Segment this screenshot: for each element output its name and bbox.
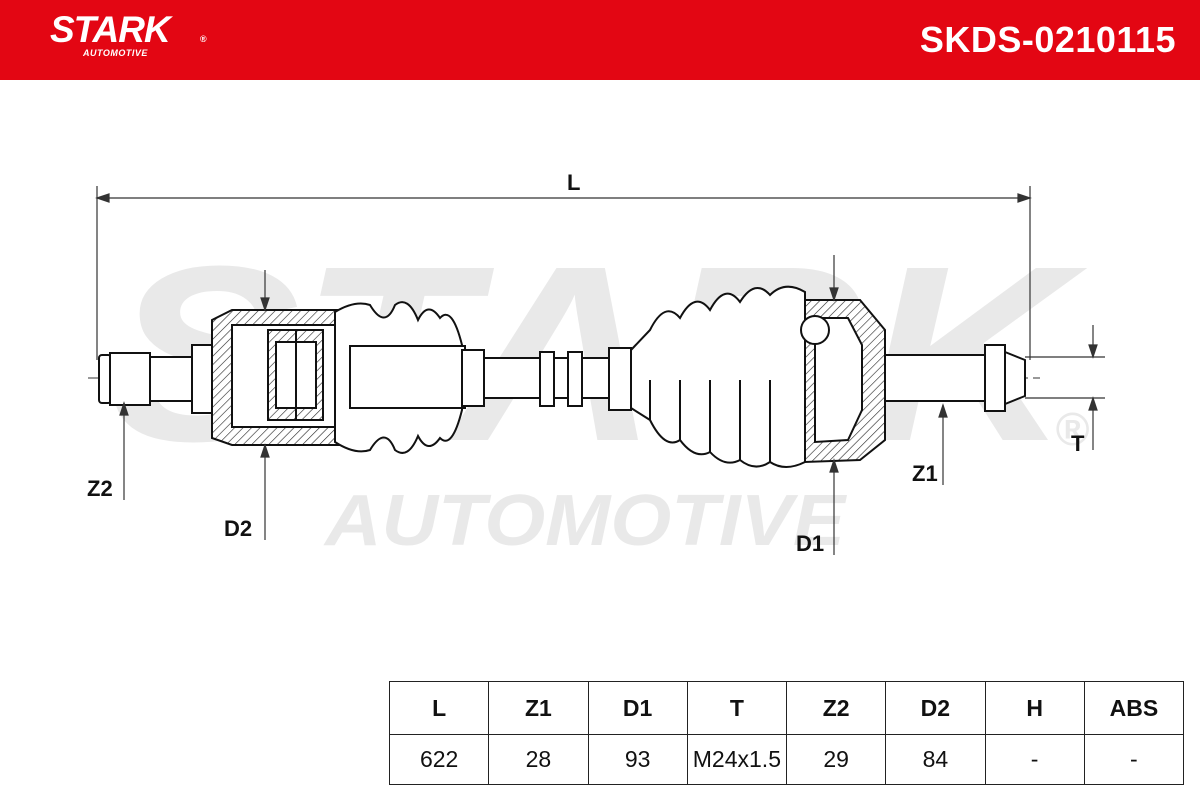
watermark-registered-mark: ® (1055, 403, 1089, 455)
stark-logo: STARK ® AUTOMOTIVE (50, 9, 207, 59)
dimension-D2 (260, 270, 270, 540)
specs-header-row: L Z1 D1 T Z2 D2 H ABS (388, 681, 1185, 735)
label-D2: D2 (224, 516, 252, 541)
label-Z2: Z2 (87, 476, 113, 501)
dimension-L (95, 186, 1032, 360)
header-bar: STARK ® AUTOMOTIVE SKDS-0210115 (0, 0, 1200, 80)
specs-value-cell: - (984, 734, 1085, 785)
inner-cv-joint (98, 309, 351, 446)
specs-value-cell: 29 (785, 734, 887, 785)
dimension-T (1025, 325, 1105, 450)
specs-header-cell: L (388, 681, 490, 735)
specs-table: L Z1 D1 T Z2 D2 H ABS 622 28 93 M24x1.5 … (388, 681, 1185, 785)
logo-subtitle: AUTOMOTIVE (83, 48, 148, 58)
specs-header-cell: ABS (1083, 681, 1185, 735)
specs-value-cell: 84 (885, 734, 986, 785)
specs-value-cell: M24x1.5 (686, 734, 788, 785)
specs-value-row: 622 28 93 M24x1.5 29 84 - - (388, 734, 1185, 785)
specs-value-cell: 28 (488, 734, 589, 785)
watermark-subtitle: AUTOMOTIVE (323, 481, 847, 561)
specs-value-cell: 93 (587, 734, 688, 785)
label-D1: D1 (796, 531, 824, 556)
specs-value-cell: 622 (388, 734, 490, 785)
shaft (461, 347, 632, 411)
specs-header-cell: D2 (885, 681, 986, 735)
specs-value-cell: - (1083, 734, 1185, 785)
logo-brand: STARK (50, 9, 171, 50)
part-number: SKDS-0210115 (919, 19, 1176, 60)
specs-header-cell: Z1 (488, 681, 589, 735)
specs-header-cell: D1 (587, 681, 688, 735)
dimension-D1 (829, 255, 839, 555)
label-Z1: Z1 (912, 461, 938, 486)
drive-shaft-drawing: STARK AUTOMOTIVE ® L (87, 170, 1105, 561)
label-L: L (567, 170, 580, 195)
outer-cv-joint (800, 299, 1026, 464)
dimension-Z2 (119, 401, 129, 500)
logo-registered-mark: ® (200, 34, 207, 44)
specs-header-cell: Z2 (785, 681, 887, 735)
specs-header-cell: T (686, 681, 788, 735)
label-T: T (1071, 431, 1085, 456)
specs-header-cell: H (984, 681, 1085, 735)
inner-boot (334, 301, 466, 454)
dimension-Z1 (938, 403, 948, 485)
